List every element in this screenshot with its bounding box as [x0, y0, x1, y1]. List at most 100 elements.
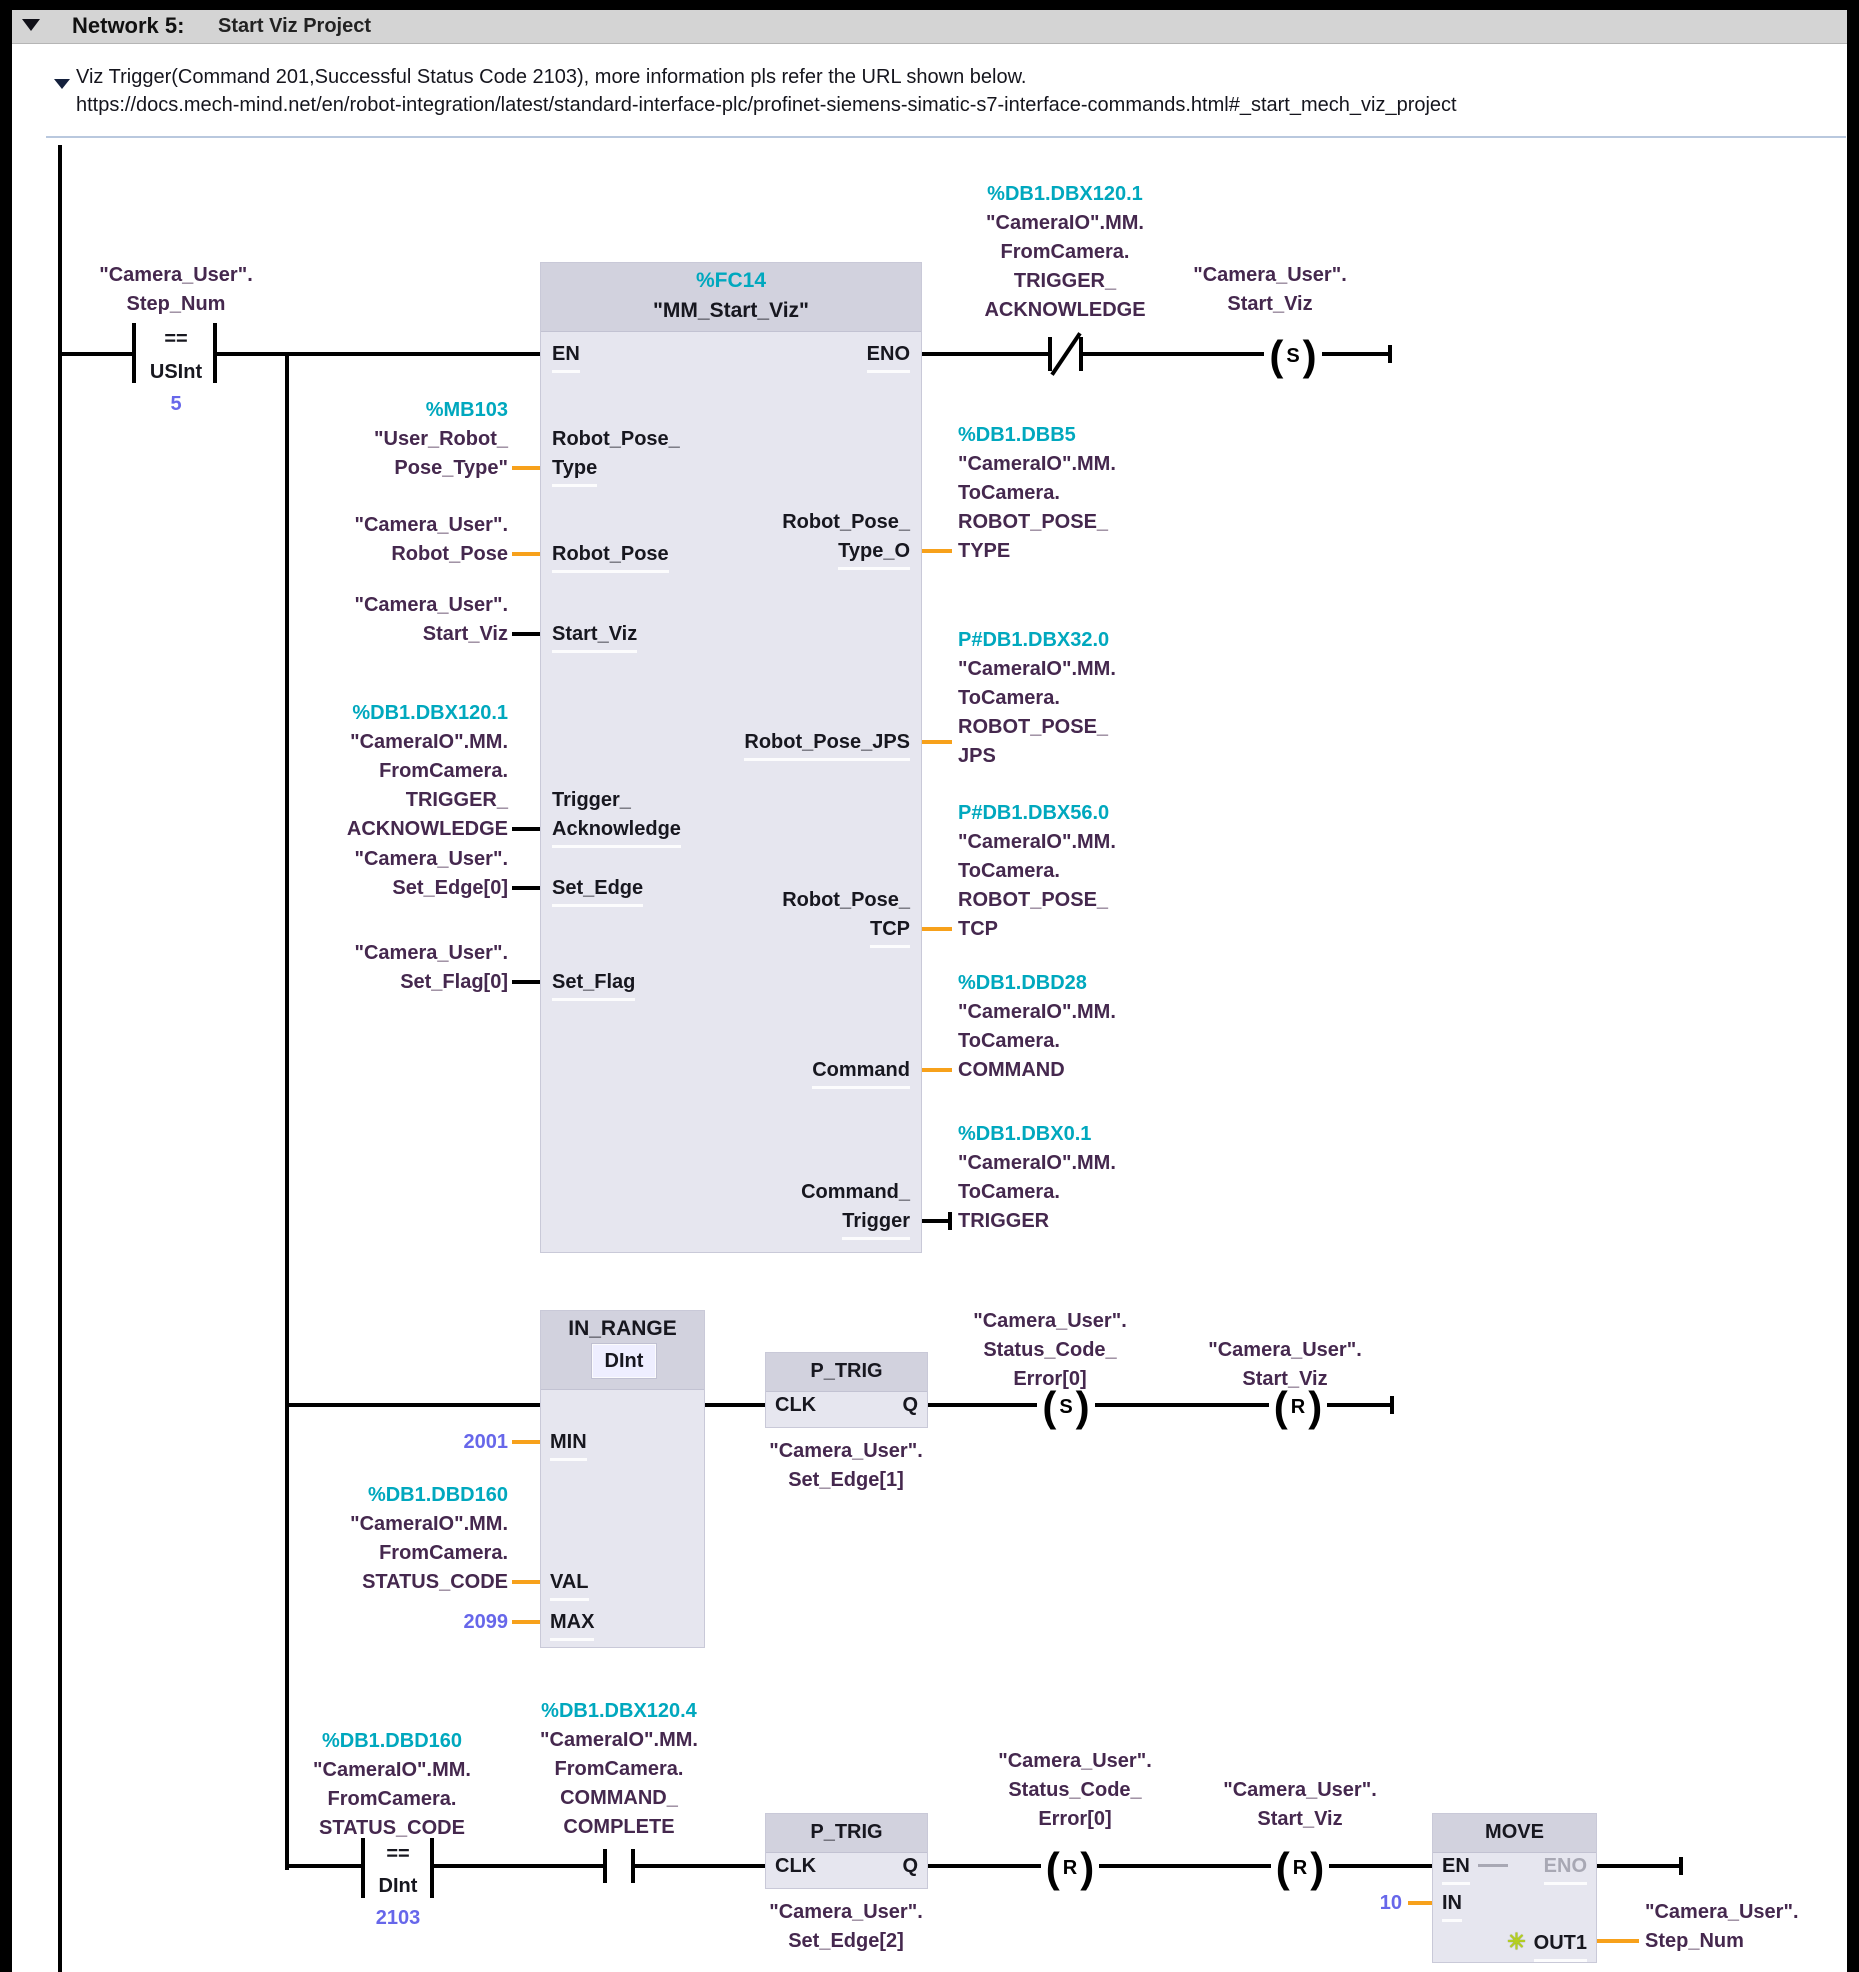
p-trig-q: Q	[902, 1855, 918, 1877]
wire-terminator	[1388, 345, 1392, 363]
compare-op: ==	[164, 328, 188, 350]
p-trig-block[interactable]	[765, 1352, 928, 1428]
operand-label[interactable]: "Camera_User".Status_Code_Error[0]	[998, 1750, 1152, 1830]
p-trig-title: P_TRIG	[810, 1821, 883, 1843]
contact-bar	[1079, 337, 1083, 371]
fc14-param: Start_Viz	[552, 620, 638, 653]
contact-bar	[631, 1849, 635, 1883]
contact-bar	[430, 1838, 434, 1898]
move-in-value[interactable]: 10	[1379, 1892, 1402, 1914]
contact-bar	[1048, 337, 1052, 371]
fc14-param: Type_O	[700, 537, 910, 570]
wire	[512, 1440, 540, 1444]
new-value-asterisk-icon: ✳	[1507, 1929, 1526, 1954]
fc14-param: TCP	[700, 915, 910, 948]
set-coil-start-viz[interactable]: (S)	[1269, 332, 1317, 379]
in-range-dtype-dropdown[interactable]: DInt	[592, 1344, 656, 1378]
wire	[217, 352, 540, 356]
operand-label[interactable]: %DB1.DBX120.4"CameraIO".MM.FromCamera.CO…	[540, 1700, 698, 1838]
comment-line-1[interactable]: Viz Trigger(Command 201,Successful Statu…	[76, 66, 1027, 88]
p-trig-q: Q	[902, 1394, 918, 1416]
min-value[interactable]: 2001	[463, 1431, 509, 1453]
max-value[interactable]: 2099	[463, 1611, 509, 1633]
fc14-en: EN	[552, 340, 580, 373]
fc14-param: Trigger_	[552, 789, 631, 811]
fc14-param: Command_	[801, 1181, 910, 1203]
fc14-name[interactable]: "MM_Start_Viz"	[652, 299, 810, 322]
reset-coil-status-code-error[interactable]: (R)	[1045, 1844, 1095, 1891]
operand-label[interactable]: P#DB1.DBX56.0"CameraIO".MM.ToCamera.ROBO…	[958, 802, 1116, 940]
operand-label[interactable]: "Camera_User".Status_Code_Error[0]	[973, 1310, 1127, 1390]
fc14-address[interactable]: %FC14	[695, 269, 767, 292]
wire	[289, 1403, 540, 1407]
operand-label[interactable]: %DB1.DBD28"CameraIO".MM.ToCamera.COMMAND	[958, 972, 1116, 1081]
operand-label[interactable]: "Camera_User".Set_Edge[1]	[769, 1440, 923, 1491]
operand-label[interactable]: %DB1.DBD160"CameraIO".MM.FromCamera.STAT…	[313, 1730, 471, 1839]
operand-label[interactable]: %MB103"User_Robot_Pose_Type"	[374, 399, 508, 479]
operand-label[interactable]: "Camera_User".Start_Viz	[1223, 1779, 1377, 1830]
in-range-min: MIN	[550, 1428, 587, 1461]
operand-label[interactable]: "Camera_User".Step_Num	[1645, 1901, 1799, 1952]
fc14-param: Acknowledge	[552, 815, 681, 848]
move-block[interactable]	[1432, 1813, 1597, 1963]
window-frame-right	[1847, 0, 1859, 1972]
network-collapse-icon[interactable]	[22, 19, 40, 31]
wire	[1408, 1901, 1432, 1905]
wire	[434, 1864, 603, 1868]
operand-label[interactable]: "Camera_User".Set_Edge[2]	[769, 1901, 923, 1952]
compare-type[interactable]: DInt	[378, 1875, 418, 1897]
comment-collapse-icon[interactable]	[54, 79, 70, 89]
reset-coil-start-viz[interactable]: (R)	[1273, 1383, 1323, 1430]
wire	[1597, 1939, 1639, 1943]
operand-label[interactable]: %DB1.DBX0.1"CameraIO".MM.ToCamera.TRIGGE…	[958, 1123, 1116, 1232]
eno-disabled-link	[1478, 1864, 1508, 1867]
comment-line-2[interactable]: https://docs.mech-mind.net/en/robot-inte…	[76, 94, 1457, 116]
fc14-block[interactable]	[540, 262, 922, 1253]
wire	[1597, 1864, 1681, 1868]
in-range-title: IN_RANGE	[568, 1317, 677, 1340]
wire	[922, 740, 952, 744]
in-range-max: MAX	[550, 1608, 595, 1641]
wire	[705, 1403, 765, 1407]
operand-label[interactable]: "Camera_User".Start_Viz	[1208, 1339, 1362, 1390]
operand-label[interactable]: %DB1.DBX120.1"CameraIO".MM.FromCamera.TR…	[346, 702, 508, 840]
operand-label[interactable]: "Camera_User".Set_Edge[0]	[354, 848, 509, 899]
wire	[512, 1580, 540, 1584]
reset-coil-start-viz[interactable]: (R)	[1275, 1844, 1325, 1891]
contact-bar	[132, 323, 136, 383]
wire	[922, 1219, 952, 1223]
compare-type[interactable]: USInt	[149, 361, 203, 383]
operand-label[interactable]: "Camera_User".Start_Viz	[1193, 264, 1347, 315]
compare-value[interactable]: 2103	[375, 1907, 421, 1929]
wire	[928, 1864, 1041, 1868]
fc14-block-header	[541, 263, 921, 332]
operand-label[interactable]: %DB1.DBD160"CameraIO".MM.FromCamera.STAT…	[350, 1484, 508, 1593]
wire-terminator	[1679, 1857, 1683, 1875]
wire	[922, 927, 952, 931]
operand-label[interactable]: "Camera_User".Set_Flag[0]	[354, 942, 509, 993]
window-frame-top	[0, 0, 1859, 10]
move-eno: ENO	[1510, 1852, 1587, 1885]
operand-label[interactable]: "Camera_User".Robot_Pose	[354, 514, 509, 565]
fc14-param: Set_Flag	[552, 968, 636, 1001]
fc14-param: Command	[700, 1056, 910, 1089]
operand-label[interactable]: %DB1.DBB5"CameraIO".MM.ToCamera.ROBOT_PO…	[958, 424, 1116, 562]
wire	[58, 352, 132, 356]
move-en: EN	[1442, 1852, 1470, 1885]
nc-slash	[1050, 332, 1082, 376]
operand-label[interactable]: "Camera_User".Start_Viz	[354, 594, 509, 645]
contact-operand-label[interactable]: "Camera_User".Step_Num	[99, 264, 253, 315]
p-trig-block[interactable]	[765, 1813, 928, 1889]
operand-label[interactable]: %DB1.DBX120.1"CameraIO".MM.FromCamera.TR…	[984, 183, 1146, 321]
wire	[1327, 1403, 1392, 1407]
wire	[1329, 1864, 1432, 1868]
contact-bar	[603, 1849, 607, 1883]
wire	[922, 549, 952, 553]
compare-value[interactable]: 5	[170, 393, 182, 415]
wire	[512, 1620, 540, 1624]
set-coil-status-code-error[interactable]: (S)	[1042, 1383, 1090, 1430]
network-subtitle: Start Viz Project	[218, 15, 372, 37]
operand-label[interactable]: P#DB1.DBX32.0"CameraIO".MM.ToCamera.ROBO…	[958, 629, 1116, 767]
fc14-param: Robot_Pose_	[782, 511, 910, 533]
wire	[1099, 1864, 1271, 1868]
